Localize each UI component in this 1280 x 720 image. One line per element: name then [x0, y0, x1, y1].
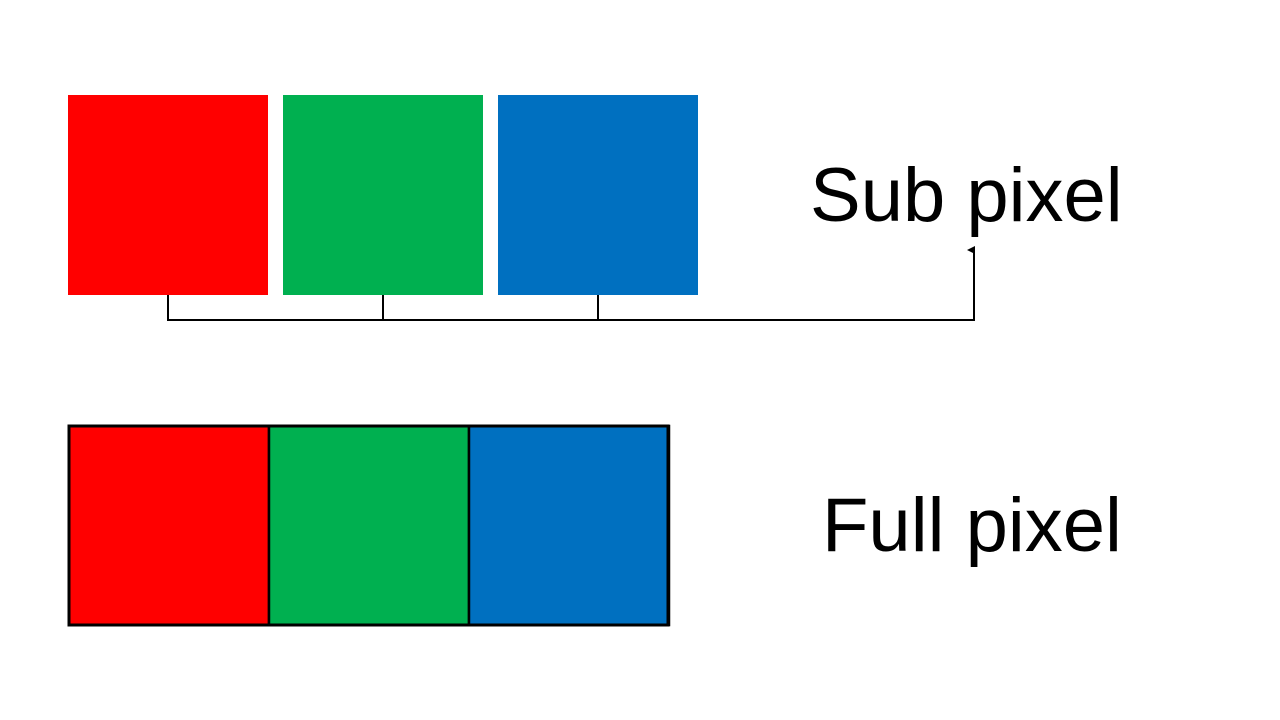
full-pixel-blue-cell [467, 424, 671, 627]
full-pixel-outline [67, 424, 670, 627]
full-pixel-green-cell [267, 424, 471, 627]
green-sub-pixel [283, 95, 483, 295]
sub-pixel-group [68, 95, 698, 295]
full-pixel-label: Full pixel [822, 483, 1122, 568]
red-sub-pixel [68, 95, 268, 295]
full-pixel-group [67, 424, 671, 627]
sub-pixel-label: Sub pixel [810, 153, 1123, 238]
blue-sub-pixel [498, 95, 698, 295]
full-pixel-red-cell [67, 424, 271, 627]
sub-pixel-connector [167, 246, 975, 321]
